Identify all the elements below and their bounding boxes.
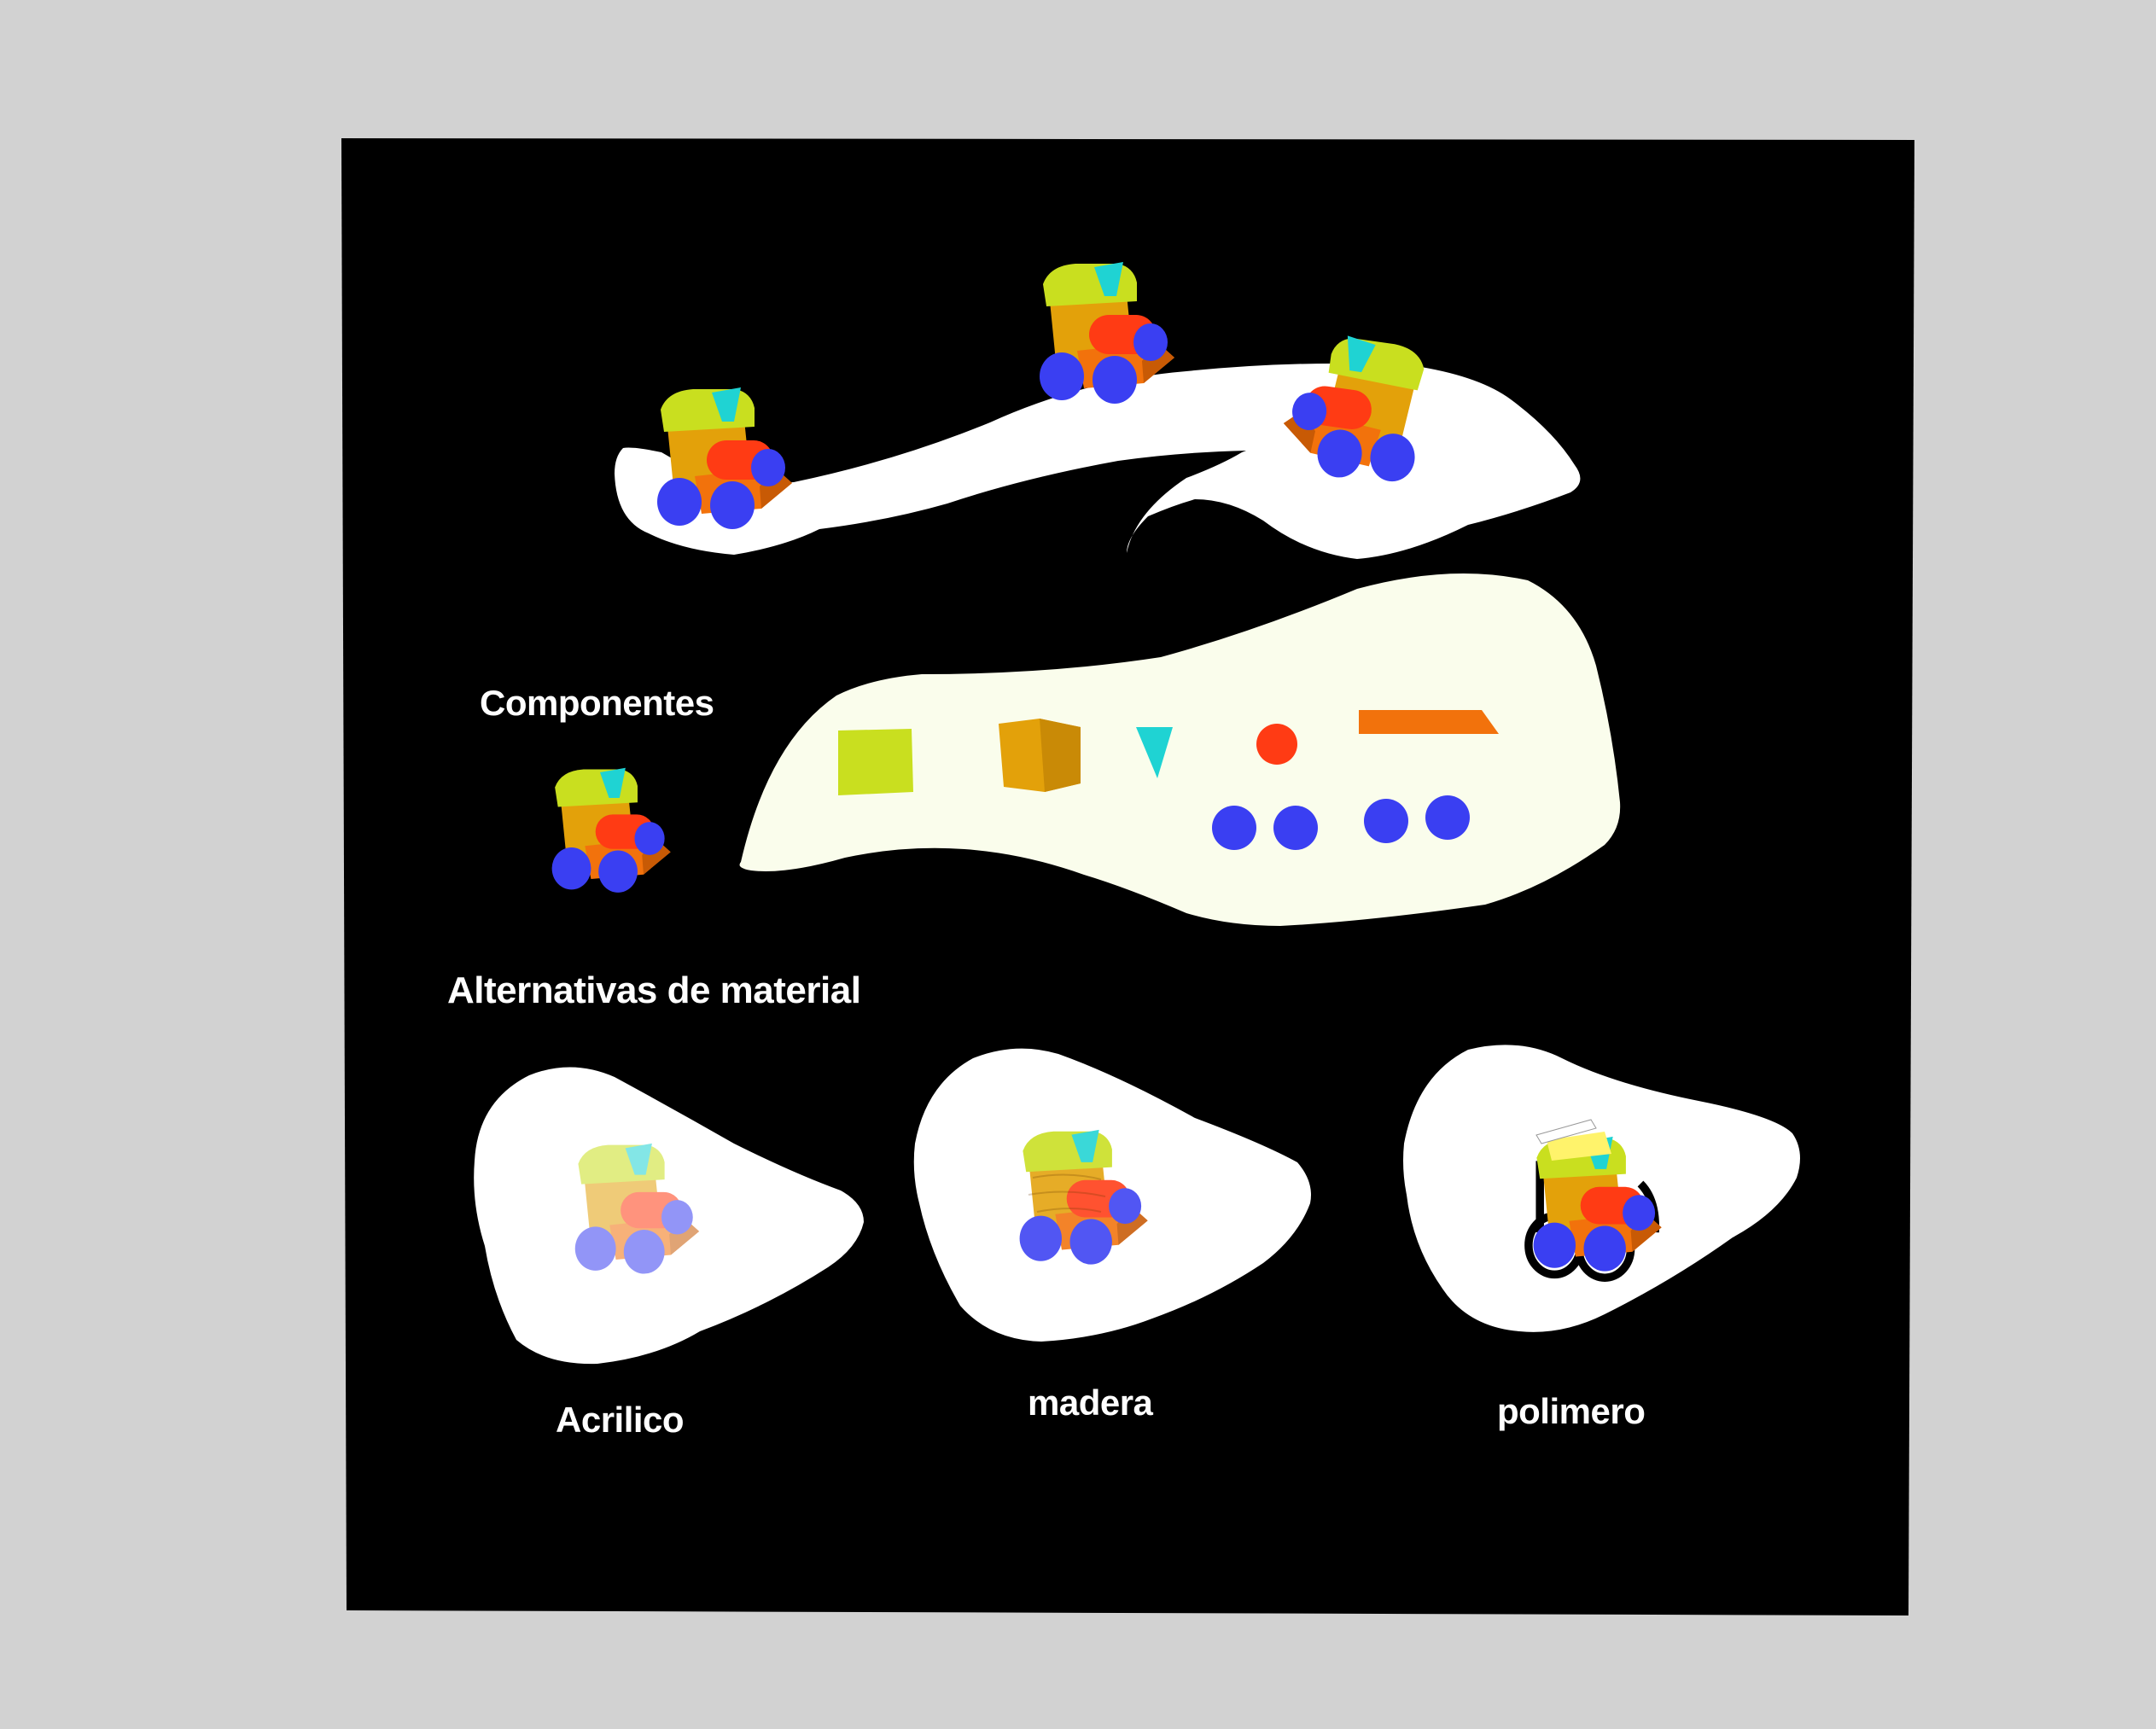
polymer-train-icon [1524, 1119, 1662, 1282]
wheel-piece [1212, 806, 1256, 850]
chimney-piece [1136, 727, 1173, 778]
roof-piece [838, 729, 913, 795]
boiler-piece [1256, 724, 1297, 765]
component-pieces [838, 710, 1499, 850]
wheel-piece [1425, 795, 1470, 840]
components-label: Componentes [480, 683, 714, 723]
material-label-acrilico: Acrilico [556, 1400, 685, 1440]
base-piece [1359, 710, 1499, 734]
material-label-polimero: polimero [1497, 1391, 1646, 1431]
material-label-madera: madera [1028, 1383, 1153, 1423]
materials-title: Alternativas de material [447, 969, 861, 1011]
wheel-piece [1364, 799, 1408, 843]
wheel-piece [1273, 806, 1318, 850]
